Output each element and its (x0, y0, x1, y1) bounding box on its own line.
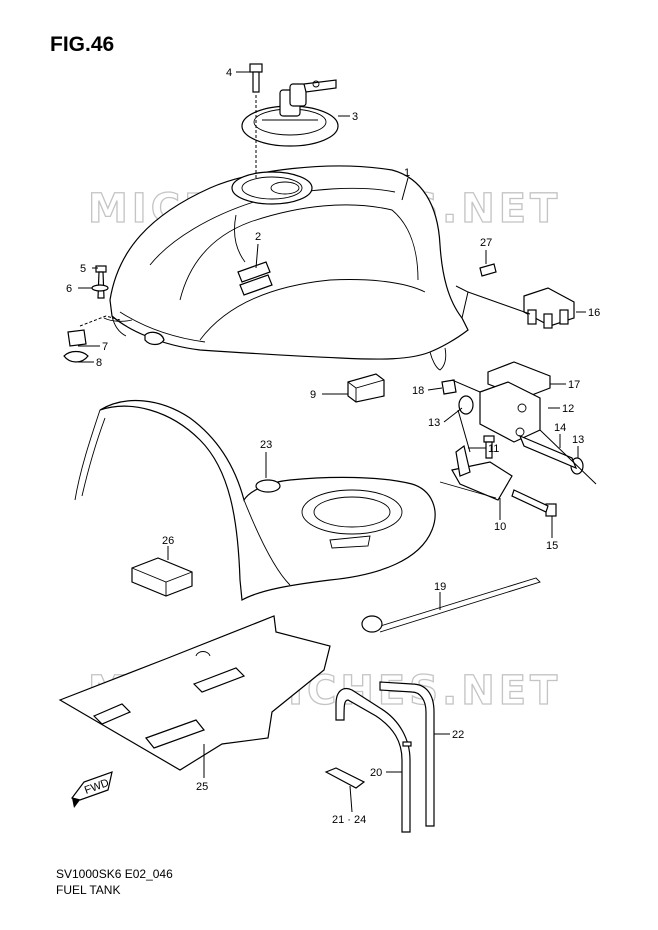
callout-5: 5 (80, 263, 86, 275)
drain-wire (361, 577, 541, 633)
callout-25: 25 (196, 781, 208, 793)
callout-22: 22 (452, 729, 464, 741)
callout-23: 23 (260, 439, 272, 451)
callout-26: 26 (162, 535, 174, 547)
tank-washer (91, 284, 109, 292)
callout-12: 12 (562, 403, 574, 415)
callout-16: 16 (588, 307, 600, 319)
callout-20: 20 (370, 767, 382, 779)
hinge-bolt-small (483, 435, 495, 459)
tank-bracket-rear (523, 287, 575, 329)
callout-14: 14 (554, 422, 566, 434)
hinge-bolt-long (511, 489, 557, 517)
insulation-pad (131, 557, 193, 597)
breather-hose (335, 687, 411, 833)
callout-7: 7 (102, 341, 108, 353)
forward-arrow: FWD (70, 771, 113, 808)
tank-cushion (67, 329, 87, 347)
callout-11: 11 (488, 443, 499, 455)
callout-15: 15 (546, 540, 558, 552)
hinge-pipe (518, 434, 578, 470)
hinge-bushing (458, 395, 474, 415)
tank-bolt (95, 265, 107, 299)
callout-19: 19 (434, 581, 446, 593)
callout-1: 1 (404, 167, 410, 179)
clamp (479, 263, 497, 277)
footer-code: SV1000SK6 E02_046 (56, 867, 173, 881)
cap-bolt (249, 63, 263, 93)
footer-name: FUEL TANK (56, 883, 121, 897)
callout-21-24: 21 · 24 (332, 814, 366, 826)
callout-17: 17 (568, 379, 580, 391)
callout-4: 4 (226, 67, 232, 79)
callout-2: 2 (255, 231, 261, 243)
fuel-tank (103, 165, 469, 371)
tank-emblem (237, 261, 273, 296)
tank-collar (63, 350, 89, 363)
callout-13-right: 13 (572, 434, 584, 446)
callout-9: 9 (310, 389, 316, 401)
callout-3: 3 (352, 111, 358, 123)
drain-hose (379, 681, 435, 827)
hose-clip (324, 767, 366, 789)
tank-stay (439, 444, 513, 501)
figure-title: FIG.46 (50, 33, 115, 56)
callout-18: 18 (412, 385, 424, 397)
callout-13-left: 13 (428, 417, 440, 429)
hinge-collar (441, 379, 457, 395)
callout-10: 10 (494, 521, 506, 533)
tank-undercover-sheet (58, 615, 331, 771)
fuel-cap (241, 79, 339, 147)
callout-8: 8 (96, 357, 102, 369)
hose-clamp (402, 741, 412, 747)
callout-6: 6 (66, 283, 72, 295)
callout-27: 27 (480, 237, 492, 249)
tank-heat-shield (74, 400, 436, 601)
rubber-cushion (347, 373, 385, 403)
